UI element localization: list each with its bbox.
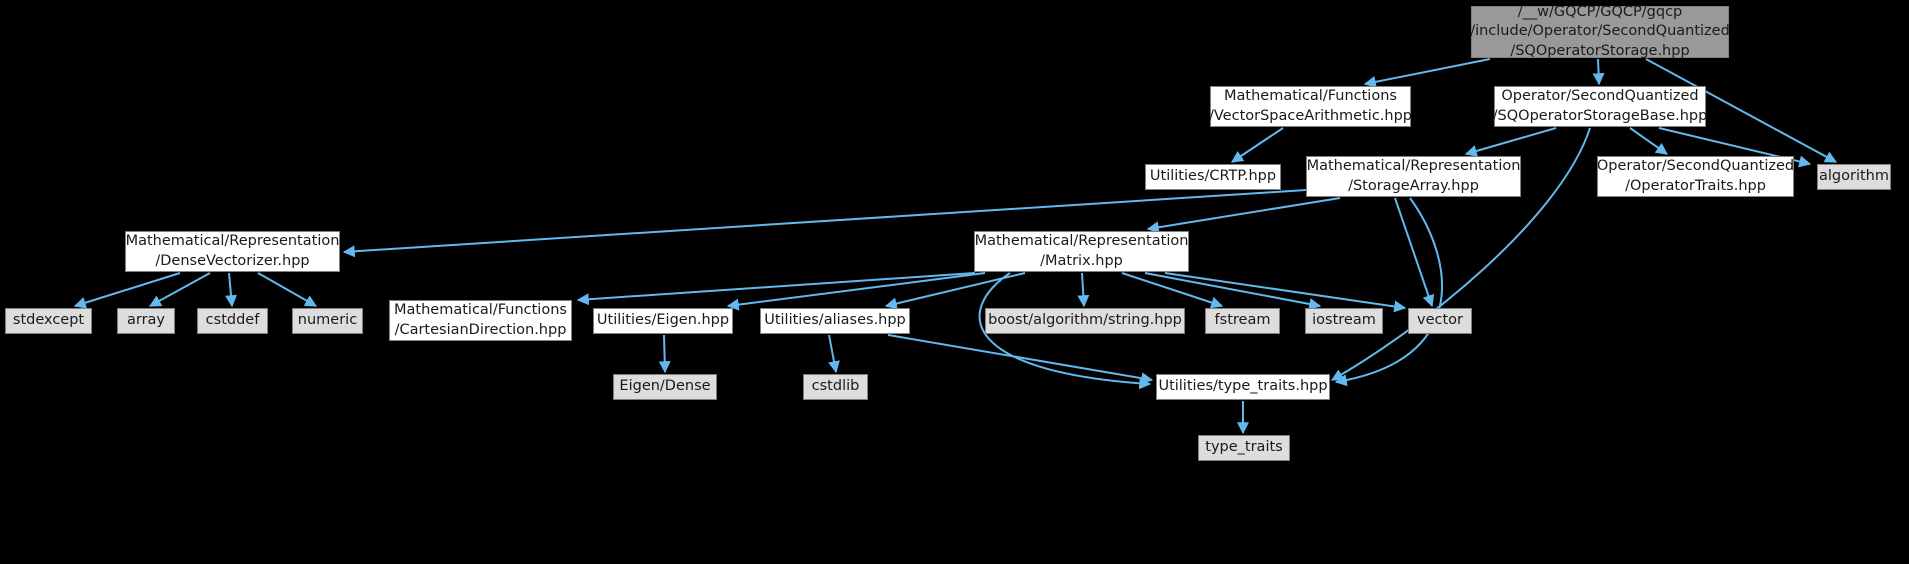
edge-root-to-sqoperatorstoragebase bbox=[1592, 58, 1605, 86]
edge-storagearray-to-vector bbox=[1394, 197, 1435, 308]
edge-matrix-to-booststring bbox=[1077, 272, 1090, 308]
node-vector[interactable]: vector bbox=[1408, 308, 1472, 334]
edge-eigenhpp-to-eigendense bbox=[658, 334, 671, 374]
node-vectorspacearithmetic-hpp[interactable]: Mathematical/Functions /VectorSpaceArith… bbox=[1209, 86, 1412, 127]
node-densevectorizer-hpp[interactable]: Mathematical/Representation /DenseVector… bbox=[125, 231, 340, 272]
edge-densevectorizer-to-cstddef bbox=[225, 272, 237, 308]
node-crtp-hpp[interactable]: Utilities/CRTP.hpp bbox=[1145, 164, 1281, 190]
edge-densevectorizer-to-numeric bbox=[257, 272, 318, 307]
edge-densevectorizer-to-stdexcept bbox=[73, 272, 181, 309]
edge-sqoperatorstoragebase-to-operatortraits bbox=[1629, 127, 1668, 155]
node-iostream[interactable]: iostream bbox=[1305, 308, 1383, 334]
node-array[interactable]: array bbox=[117, 308, 175, 334]
node-utilities-type-traits-hpp[interactable]: Utilities/type_traits.hpp bbox=[1156, 374, 1330, 400]
edge-vectorspacearithmetic-to-crtp bbox=[1231, 127, 1284, 163]
edge-storagearray-to-matrix bbox=[1146, 197, 1341, 234]
node-storagearray-hpp[interactable]: Mathematical/Representation /StorageArra… bbox=[1306, 156, 1521, 197]
node-stdexcept[interactable]: stdexcept bbox=[5, 308, 92, 334]
node-sqoperatorstoragebase-hpp[interactable]: Operator/SecondQuantized /SQOperatorStor… bbox=[1493, 86, 1707, 127]
node-cartesiandirection-hpp[interactable]: Mathematical/Functions /CartesianDirecti… bbox=[389, 300, 572, 341]
edge-root-to-vectorspacearithmetic bbox=[1363, 58, 1491, 88]
node-sqoperatorstorage-hpp[interactable]: /__w/GQCP/GQCP/gqcp /include/Operator/Se… bbox=[1470, 4, 1730, 59]
node-numeric[interactable]: numeric bbox=[292, 308, 363, 334]
node-algorithm[interactable]: algorithm bbox=[1817, 164, 1891, 190]
edge-matrix-to-iostream bbox=[1144, 272, 1322, 310]
edge-matrix-to-eigenhpp bbox=[726, 272, 986, 311]
edge-aliases-to-cstdlib bbox=[828, 334, 840, 374]
node-operatortraits-hpp[interactable]: Operator/SecondQuantized /OperatorTraits… bbox=[1597, 156, 1794, 197]
edge-densevectorizer-to-array bbox=[148, 272, 211, 307]
node-eigen-hpp[interactable]: Utilities/Eigen.hpp bbox=[593, 308, 733, 334]
edge-matrix-to-cartesiandirection bbox=[576, 272, 976, 306]
edge-matrix-to-fstream bbox=[1121, 272, 1224, 309]
node-boost-algorithm-string-hpp[interactable]: boost/algorithm/string.hpp bbox=[985, 308, 1185, 334]
node-cstdlib[interactable]: cstdlib bbox=[803, 374, 868, 400]
node-cstddef[interactable]: cstddef bbox=[197, 308, 268, 334]
node-fstream[interactable]: fstream bbox=[1205, 308, 1280, 334]
node-eigen-dense[interactable]: Eigen/Dense bbox=[613, 374, 717, 400]
edge-matrix-to-aliases bbox=[884, 272, 1026, 310]
edge-matrix-to-vector bbox=[1164, 272, 1407, 313]
node-matrix-hpp[interactable]: Mathematical/Representation /Matrix.hpp bbox=[974, 231, 1189, 272]
edge-sqoperatorstoragebase-to-storagearray bbox=[1464, 127, 1557, 157]
edge-aliases-to-typetraitshpp bbox=[887, 334, 1154, 385]
edge-storagearray-to-typetraitshpp bbox=[1334, 197, 1443, 387]
node-type-traits[interactable]: type_traits bbox=[1198, 435, 1290, 461]
node-aliases-hpp[interactable]: Utilities/aliases.hpp bbox=[760, 308, 910, 334]
